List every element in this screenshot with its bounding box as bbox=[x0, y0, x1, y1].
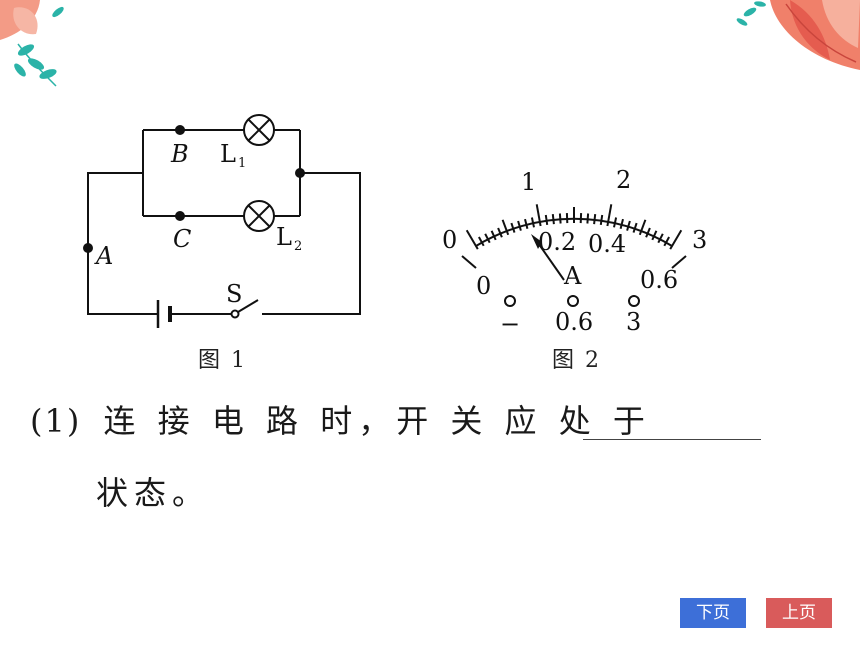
ammeter-tick bbox=[510, 222, 516, 233]
ammeter-tick bbox=[524, 218, 529, 230]
label-l2-subscript: 2 bbox=[294, 239, 302, 254]
battery-icon bbox=[156, 300, 172, 328]
corner-leaf-decoration-left bbox=[0, 0, 64, 87]
ammeter-tick bbox=[484, 233, 491, 244]
figures-canvas: B C A S L 1 L 2 0 1 2 3 0 0.2 0.4 0.6 A … bbox=[83, 114, 707, 338]
scale-upper-1: 1 bbox=[521, 168, 536, 196]
answer-blank bbox=[583, 439, 761, 440]
ammeter-tick bbox=[632, 222, 638, 233]
ammeter-tick bbox=[669, 229, 683, 250]
terminal-negative bbox=[504, 295, 516, 307]
label-c: C bbox=[173, 225, 191, 253]
ammeter-tick bbox=[478, 236, 485, 247]
ammeter-ticks bbox=[465, 204, 683, 250]
ammeter-tick bbox=[663, 236, 670, 247]
lamp-l2-icon bbox=[243, 200, 275, 232]
ammeter-symbol-a: A bbox=[563, 262, 582, 290]
circuit-diagram bbox=[87, 114, 361, 328]
scale-upper-0: 0 bbox=[442, 226, 457, 254]
scale-lower-0: 0 bbox=[476, 272, 491, 300]
ammeter-tick bbox=[517, 220, 522, 231]
ammeter-right-end bbox=[671, 255, 687, 269]
ammeter-tick bbox=[606, 204, 613, 227]
terminal-0-6 bbox=[567, 295, 579, 307]
ammeter-tick bbox=[619, 218, 624, 230]
ammeter-tick bbox=[638, 219, 647, 236]
prev-page-button[interactable]: 上页 bbox=[766, 598, 832, 628]
question-text: 连 接 电 路 时，开 关 应 处 于 bbox=[103, 402, 651, 440]
ammeter-tick bbox=[626, 220, 631, 231]
ammeter-dial bbox=[461, 204, 687, 281]
ammeter-tick bbox=[497, 227, 503, 238]
label-b: B bbox=[170, 140, 189, 168]
ammeter-tick bbox=[558, 213, 562, 224]
scale-upper-2: 2 bbox=[616, 166, 631, 194]
label-s: S bbox=[226, 280, 242, 308]
node-b-dot bbox=[175, 125, 185, 135]
ammeter-tick bbox=[465, 229, 479, 250]
ammeter-tick bbox=[645, 227, 651, 238]
ammeter-tick bbox=[651, 230, 658, 241]
scale-lower-0-6: 0.6 bbox=[640, 266, 678, 294]
next-page-button[interactable]: 下页 bbox=[680, 598, 746, 628]
ammeter-tick bbox=[593, 213, 597, 225]
question-line: (1) 连 接 电 路 时，开 关 应 处 于 bbox=[30, 396, 651, 442]
scale-lower-0-4: 0.4 bbox=[588, 230, 626, 258]
ammeter-pointer-tip bbox=[531, 234, 542, 249]
scale-lower-0-2: 0.2 bbox=[538, 228, 576, 256]
ammeter-pointer bbox=[535, 239, 565, 281]
ammeter-left-end bbox=[461, 255, 477, 269]
terminal-0-6-label: 0.6 bbox=[555, 308, 593, 336]
label-l1-subscript: 1 bbox=[238, 156, 246, 171]
lamp-l1-icon bbox=[243, 114, 275, 146]
ammeter-tick bbox=[657, 233, 664, 244]
ammeter-tick bbox=[501, 219, 510, 236]
terminal-negative-label: − bbox=[500, 310, 520, 338]
junction-dots bbox=[83, 125, 305, 253]
ammeter-tick bbox=[490, 230, 497, 241]
wire-right-loop bbox=[262, 172, 361, 315]
question-continuation: 状态。 bbox=[96, 474, 211, 512]
figure-1-caption: 图 1 bbox=[198, 348, 247, 373]
node-c-dot bbox=[175, 211, 185, 221]
ammeter-tick bbox=[544, 214, 549, 226]
label-a: A bbox=[94, 242, 113, 270]
node-a-dot bbox=[83, 243, 93, 253]
figure-2-caption: 图 2 bbox=[552, 348, 601, 373]
terminal-3 bbox=[628, 295, 640, 307]
junction-right-dot bbox=[295, 168, 305, 178]
ammeter-tick bbox=[535, 204, 542, 227]
ammeter-tick bbox=[530, 217, 535, 228]
corner-leaf-decoration-right bbox=[736, 0, 860, 70]
terminal-3-label: 3 bbox=[626, 308, 641, 336]
ammeter-tick bbox=[613, 217, 618, 228]
label-l2: L bbox=[276, 223, 292, 251]
ammeter-tick bbox=[599, 214, 604, 226]
scale-upper-3: 3 bbox=[692, 226, 707, 254]
switch-icon bbox=[230, 299, 259, 319]
ammeter-tick bbox=[586, 213, 590, 224]
ammeter-tick bbox=[551, 213, 555, 225]
label-l1: L bbox=[220, 140, 236, 168]
question-number: (1) bbox=[30, 402, 82, 440]
